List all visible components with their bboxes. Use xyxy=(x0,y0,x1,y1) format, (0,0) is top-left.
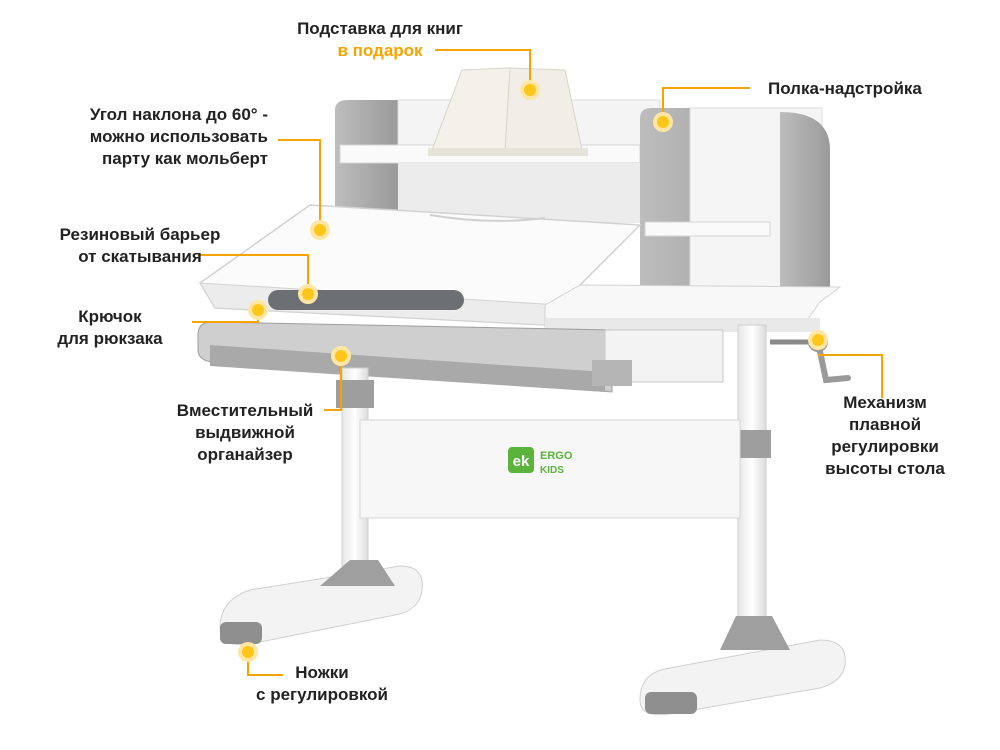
callout-hook: Крючок для рюкзака xyxy=(30,306,190,350)
sun-marker-shelf xyxy=(653,112,673,132)
callout-book-stand-line1: Подставка для книг xyxy=(297,19,463,38)
sun-marker-legs xyxy=(238,642,258,662)
hutch-shelf xyxy=(335,99,830,300)
callout-barrier-line2: от скатывания xyxy=(78,247,202,266)
leader-organizer xyxy=(324,358,342,411)
callout-tilt-line2: можно использовать xyxy=(89,127,268,146)
logo-brand-bottom: KIDS xyxy=(540,465,564,476)
sun-marker-tilt xyxy=(310,220,330,240)
desk-frame xyxy=(219,324,846,716)
callout-legs-line1: Ножки xyxy=(295,663,349,682)
sun-markers xyxy=(238,80,828,662)
callout-organizer: Вместительный выдвижной органайзер xyxy=(160,400,330,466)
leader-book-stand xyxy=(435,49,531,90)
callout-tilt-line1: Угол наклона до 60° - xyxy=(89,105,268,124)
callout-tilt-line3: парту как мольберт xyxy=(101,149,268,168)
svg-text:ek: ek xyxy=(513,453,530,470)
sun-marker-book-stand xyxy=(520,80,540,100)
callout-hook-line2: для рюкзака xyxy=(57,329,163,348)
sun-marker-organizer xyxy=(331,346,351,366)
callout-shelf-line1: Полка-надстройка xyxy=(768,79,922,98)
flat-desktop xyxy=(544,284,842,332)
callout-shelf: Полка-надстройка xyxy=(768,78,922,100)
callout-organizer-line2: выдвижной xyxy=(195,423,295,442)
ek-logo-icon: ek xyxy=(508,447,534,473)
sun-marker-barrier xyxy=(298,284,318,304)
callout-mechanism: Механизм плавной регулировки высоты стол… xyxy=(810,392,960,480)
book-stand xyxy=(428,67,588,156)
callout-legs-line2: с регулировкой xyxy=(256,685,388,704)
logo-brand-top: ERGO xyxy=(540,450,573,462)
sun-marker-hook xyxy=(248,300,268,320)
callout-mechanism-line1: Механизм xyxy=(843,393,927,412)
drawer-organizer xyxy=(197,321,724,393)
leader-barrier xyxy=(198,254,309,292)
leader-hook xyxy=(192,312,259,323)
callout-barrier-line1: Резиновый барьер xyxy=(59,225,221,244)
callout-tilt: Угол наклона до 60° - можно использовать… xyxy=(28,104,268,170)
callout-mechanism-line4: высоты стола xyxy=(825,459,945,478)
callout-hook-line1: Крючок xyxy=(78,307,142,326)
leader-shelf xyxy=(662,87,750,120)
callout-mechanism-line3: регулировки xyxy=(831,437,939,456)
callout-book-stand: Подставка для книг в подарок xyxy=(270,18,490,62)
callout-legs: Ножки с регулировкой xyxy=(232,662,412,706)
callout-organizer-line1: Вместительный xyxy=(176,401,314,420)
sun-marker-mechanism xyxy=(808,330,828,350)
callout-organizer-line3: органайзер xyxy=(197,445,293,464)
leader-tilt xyxy=(278,139,321,228)
rubber-barrier xyxy=(268,290,464,310)
leader-mechanism xyxy=(818,354,883,398)
callout-barrier: Резиновый барьер от скатывания xyxy=(30,224,250,268)
callout-mechanism-line2: плавной xyxy=(848,415,922,434)
callout-book-stand-line2: в подарок xyxy=(337,41,423,60)
